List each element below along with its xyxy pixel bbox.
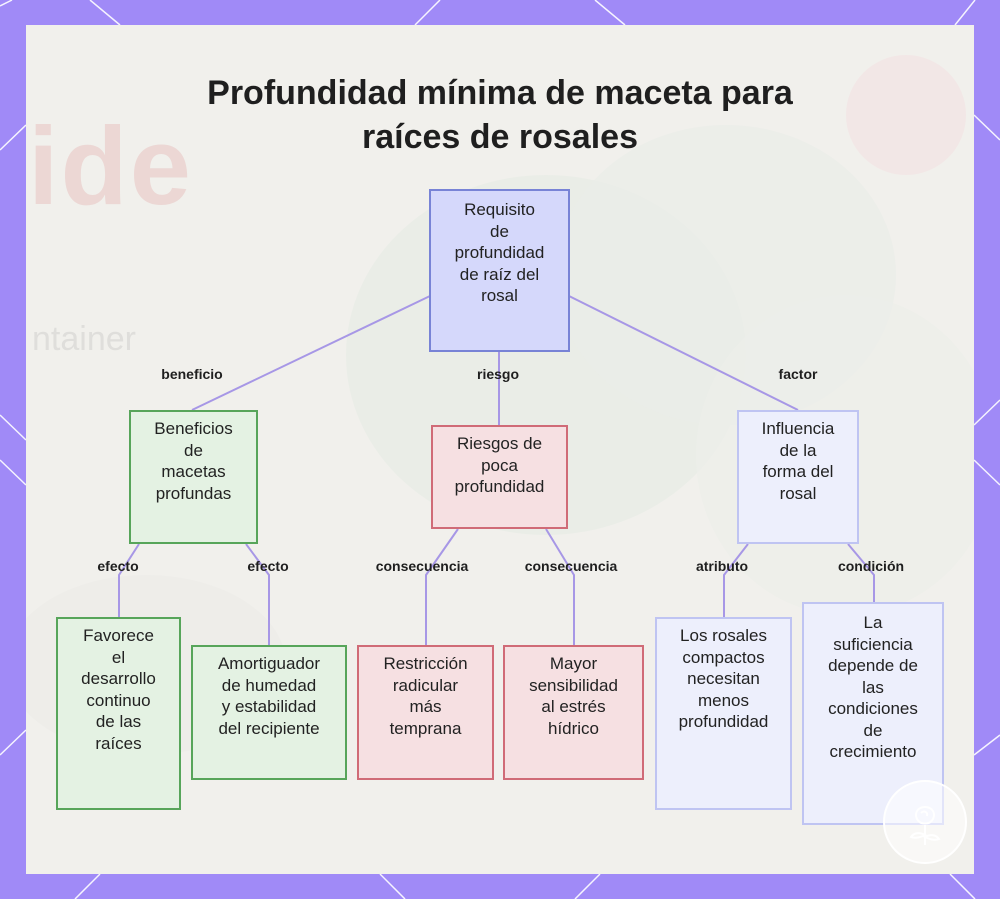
link-benefits-growth — [118, 543, 140, 617]
edge-label-consecuencia-2: consecuencia — [524, 558, 618, 574]
title-line-2: raíces de rosales — [362, 118, 638, 156]
connector-lines — [118, 295, 875, 645]
diagram-title: Profundidad mínima de maceta para raíces… — [26, 71, 974, 159]
node-moisture-buffer: Amortiguador de humedad y estabilidad de… — [191, 645, 347, 780]
edge-label-efecto-2: efecto — [247, 558, 289, 574]
link-shape-compact — [723, 543, 749, 617]
node-water-stress: Mayor sensibilidad al estrés hídrico — [503, 645, 644, 780]
link-root-benefits — [191, 295, 431, 411]
link-shape-sufficiency — [847, 543, 875, 602]
node-shape-influence: Influencia de la forma del rosal — [737, 410, 859, 544]
node-compact-roses: Los rosales compactos necesitan menos pr… — [655, 617, 792, 810]
diagram-panel: ide ntainer Profundidad mínima de maceta… — [26, 25, 974, 874]
node-shallow-risks: Riesgos de poca profundidad — [431, 425, 568, 529]
title-line-1: Profundidad mínima de maceta para — [207, 74, 793, 112]
edge-label-riesgo: riesgo — [476, 366, 520, 382]
link-benefits-buffer — [245, 543, 270, 645]
node-deep-pot-benefits: Beneficios de macetas profundas — [129, 410, 258, 544]
edge-label-efecto-1: efecto — [97, 558, 139, 574]
background-large-text: ide — [28, 105, 193, 228]
edge-label-condicion: condición — [837, 558, 905, 574]
edge-label-consecuencia-1: consecuencia — [375, 558, 469, 574]
link-risks-restriction — [425, 528, 459, 645]
link-risks-sensitivity — [545, 528, 575, 645]
node-root-requirement: Requisito de profundidad de raíz del ros… — [429, 189, 570, 352]
node-root-restriction: Restricción radicular más temprana — [357, 645, 494, 780]
edge-label-factor: factor — [778, 366, 818, 382]
node-root-growth: Favorece el desarrollo continuo de las r… — [56, 617, 181, 810]
background-small-text: ntainer — [32, 320, 136, 358]
rose-logo-icon — [883, 780, 967, 864]
link-root-shape — [568, 295, 799, 411]
edge-label-beneficio: beneficio — [161, 366, 223, 382]
edge-label-atributo: atributo — [695, 558, 749, 574]
